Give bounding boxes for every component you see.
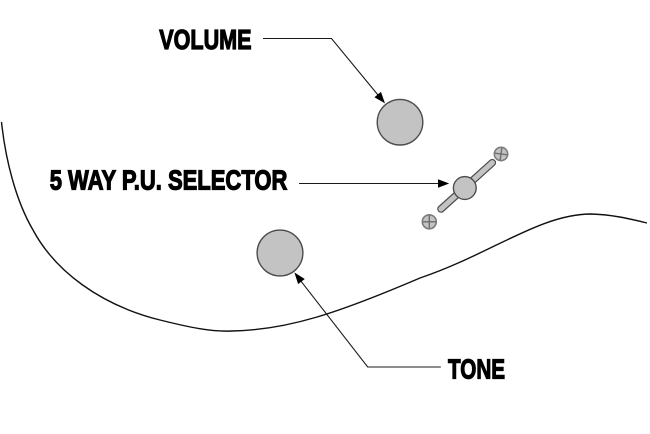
svg-text:VOLUME: VOLUME xyxy=(159,24,251,55)
svg-text:TONE: TONE xyxy=(448,353,505,385)
svg-text:5 WAY P.U. SELECTOR: 5 WAY P.U. SELECTOR xyxy=(50,165,288,196)
